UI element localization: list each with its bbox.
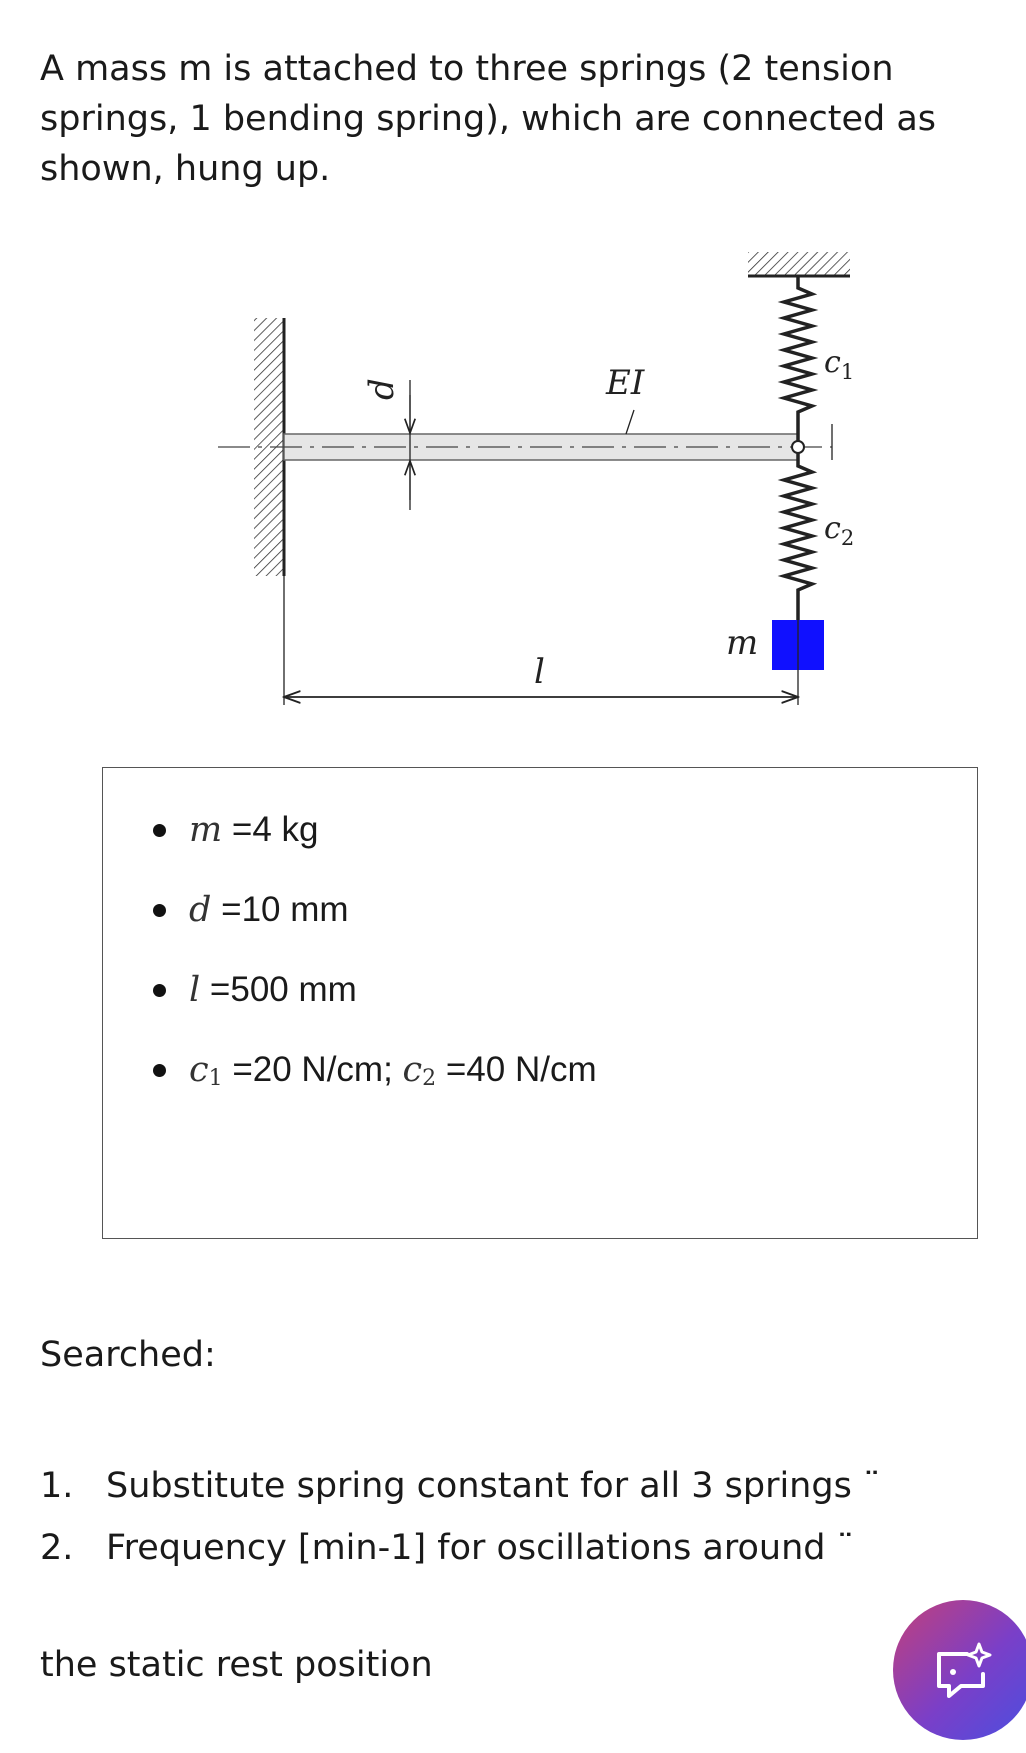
ei-label: EI: [605, 363, 645, 435]
label-m: m: [726, 623, 758, 663]
given-list: m =4 kg d =10 mm l =500 mm c1 =20 N/cm; …: [153, 790, 597, 1110]
diameter-dimension: d: [362, 378, 410, 510]
beam: [218, 433, 832, 461]
searched-heading: Searched:: [40, 1335, 216, 1375]
chat-sparkle-icon: [937, 1642, 992, 1698]
label-c1-sub: 1: [841, 360, 854, 384]
trailer-text: the static rest position: [40, 1645, 433, 1685]
pin-joint: [791, 440, 805, 454]
spring-beam-diagram: d EI c1 c2 m l: [218, 252, 854, 705]
ceiling-support: [748, 252, 850, 278]
assistant-fab-button[interactable]: [893, 1600, 1026, 1740]
svg-text:c2: c2: [824, 511, 854, 550]
given-mass: m =4 kg: [153, 790, 597, 870]
length-dimension: l: [284, 576, 798, 705]
label-c1: c: [824, 345, 841, 380]
given-diameter: d =10 mm: [153, 870, 597, 950]
label-c2-sub: 2: [841, 526, 854, 550]
problem-intro: A mass m is attached to three springs (2…: [40, 49, 937, 189]
label-ei: EI: [605, 363, 645, 403]
label-d: d: [362, 378, 402, 400]
label-l: l: [534, 652, 545, 692]
given-spring-constants: c1 =20 N/cm; c2 =40 N/cm: [153, 1030, 597, 1110]
svg-text:c1: c1: [824, 345, 854, 384]
task-list: 1.Substitute spring constant for all 3 s…: [40, 1455, 880, 1579]
given-values-box: m =4 kg d =10 mm l =500 mm c1 =20 N/cm; …: [102, 767, 978, 1239]
given-length: l =500 mm: [153, 950, 597, 1030]
label-c2: c: [824, 511, 841, 546]
task-item: 1.Substitute spring constant for all 3 s…: [40, 1466, 881, 1506]
task-item: 2.Frequency [min-1] for oscillations aro…: [40, 1528, 855, 1568]
spring-c2: c2: [777, 453, 854, 620]
spring-c1: c1: [777, 276, 854, 460]
